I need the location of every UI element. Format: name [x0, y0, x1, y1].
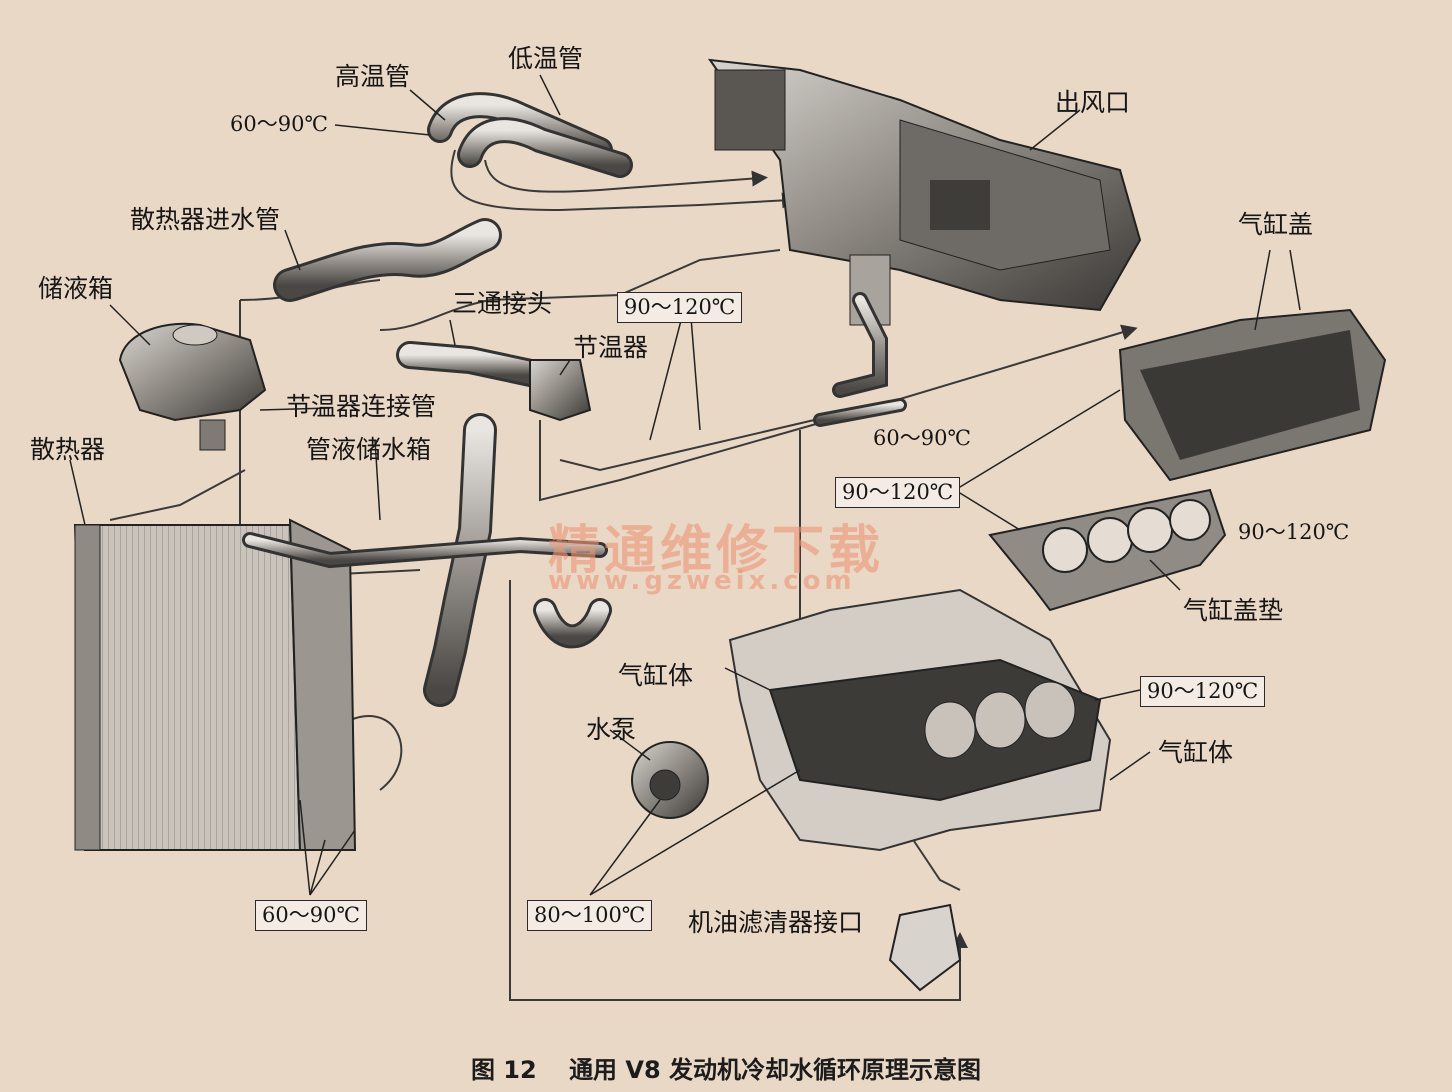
reservoir [118, 322, 267, 451]
label-pipe-reservoir: 管液储水箱 [306, 435, 432, 464]
temp-top-left: 60～90℃ [230, 112, 328, 136]
temp-gasket-right: 90～120℃ [1238, 520, 1350, 544]
watermark-url: www.gzweix.com [548, 566, 856, 596]
label-radiator: 散热器 [30, 435, 106, 464]
temp-radiator-bottom-box: 60～90℃ [255, 900, 367, 931]
temp-block-box: 90～120℃ [1140, 676, 1266, 707]
label-oil-filter-port: 机油滤清器接口 [688, 908, 864, 937]
label-head-gasket: 气缸盖垫 [1183, 596, 1284, 625]
water-pump [631, 741, 709, 819]
temp-pump-box: 80～100℃ [527, 900, 653, 931]
head-gasket [988, 488, 1227, 612]
figure-caption: 图 12 通用 V8 发动机冷却水循环原理示意图 [0, 1050, 1452, 1085]
label-engine-block-right: 气缸体 [1158, 738, 1234, 767]
thermostat-housing [529, 359, 592, 422]
label-water-pump: 水泵 [586, 715, 637, 744]
label-radiator-inlet-pipe: 散热器进水管 [130, 205, 281, 234]
label-air-outlet: 出风口 [1055, 88, 1131, 117]
hvac-box [707, 58, 1142, 326]
temp-center-box: 90～120℃ [617, 292, 743, 323]
oil-filter-port [888, 903, 962, 992]
label-thermostat: 节温器 [573, 333, 649, 362]
radiator [73, 518, 357, 851]
label-tee-joint: 三通接头 [452, 289, 553, 318]
hoses [242, 92, 907, 707]
flow-lines [109, 149, 1138, 1001]
temp-mid-pipe: 60～90℃ [873, 426, 971, 450]
label-reservoir: 储液箱 [38, 274, 114, 303]
leader-lines [69, 74, 1301, 896]
figure-title: 通用 V8 发动机冷却水循环原理示意图 [569, 1056, 982, 1084]
temp-left-box: 90～120℃ [835, 477, 961, 508]
label-cylinder-head: 气缸盖 [1238, 210, 1314, 239]
label-high-temp-pipe: 高温管 [335, 62, 411, 91]
engine-block [728, 588, 1112, 852]
label-thermostat-connector-pipe: 节温器连接管 [286, 392, 437, 421]
label-engine-block-top: 气缸体 [618, 661, 694, 690]
figure-number: 图 12 [470, 1056, 537, 1084]
watermark-text: 精通维修下载 [548, 521, 885, 581]
label-low-temp-pipe: 低温管 [508, 44, 584, 73]
cylinder-head [1118, 308, 1387, 482]
